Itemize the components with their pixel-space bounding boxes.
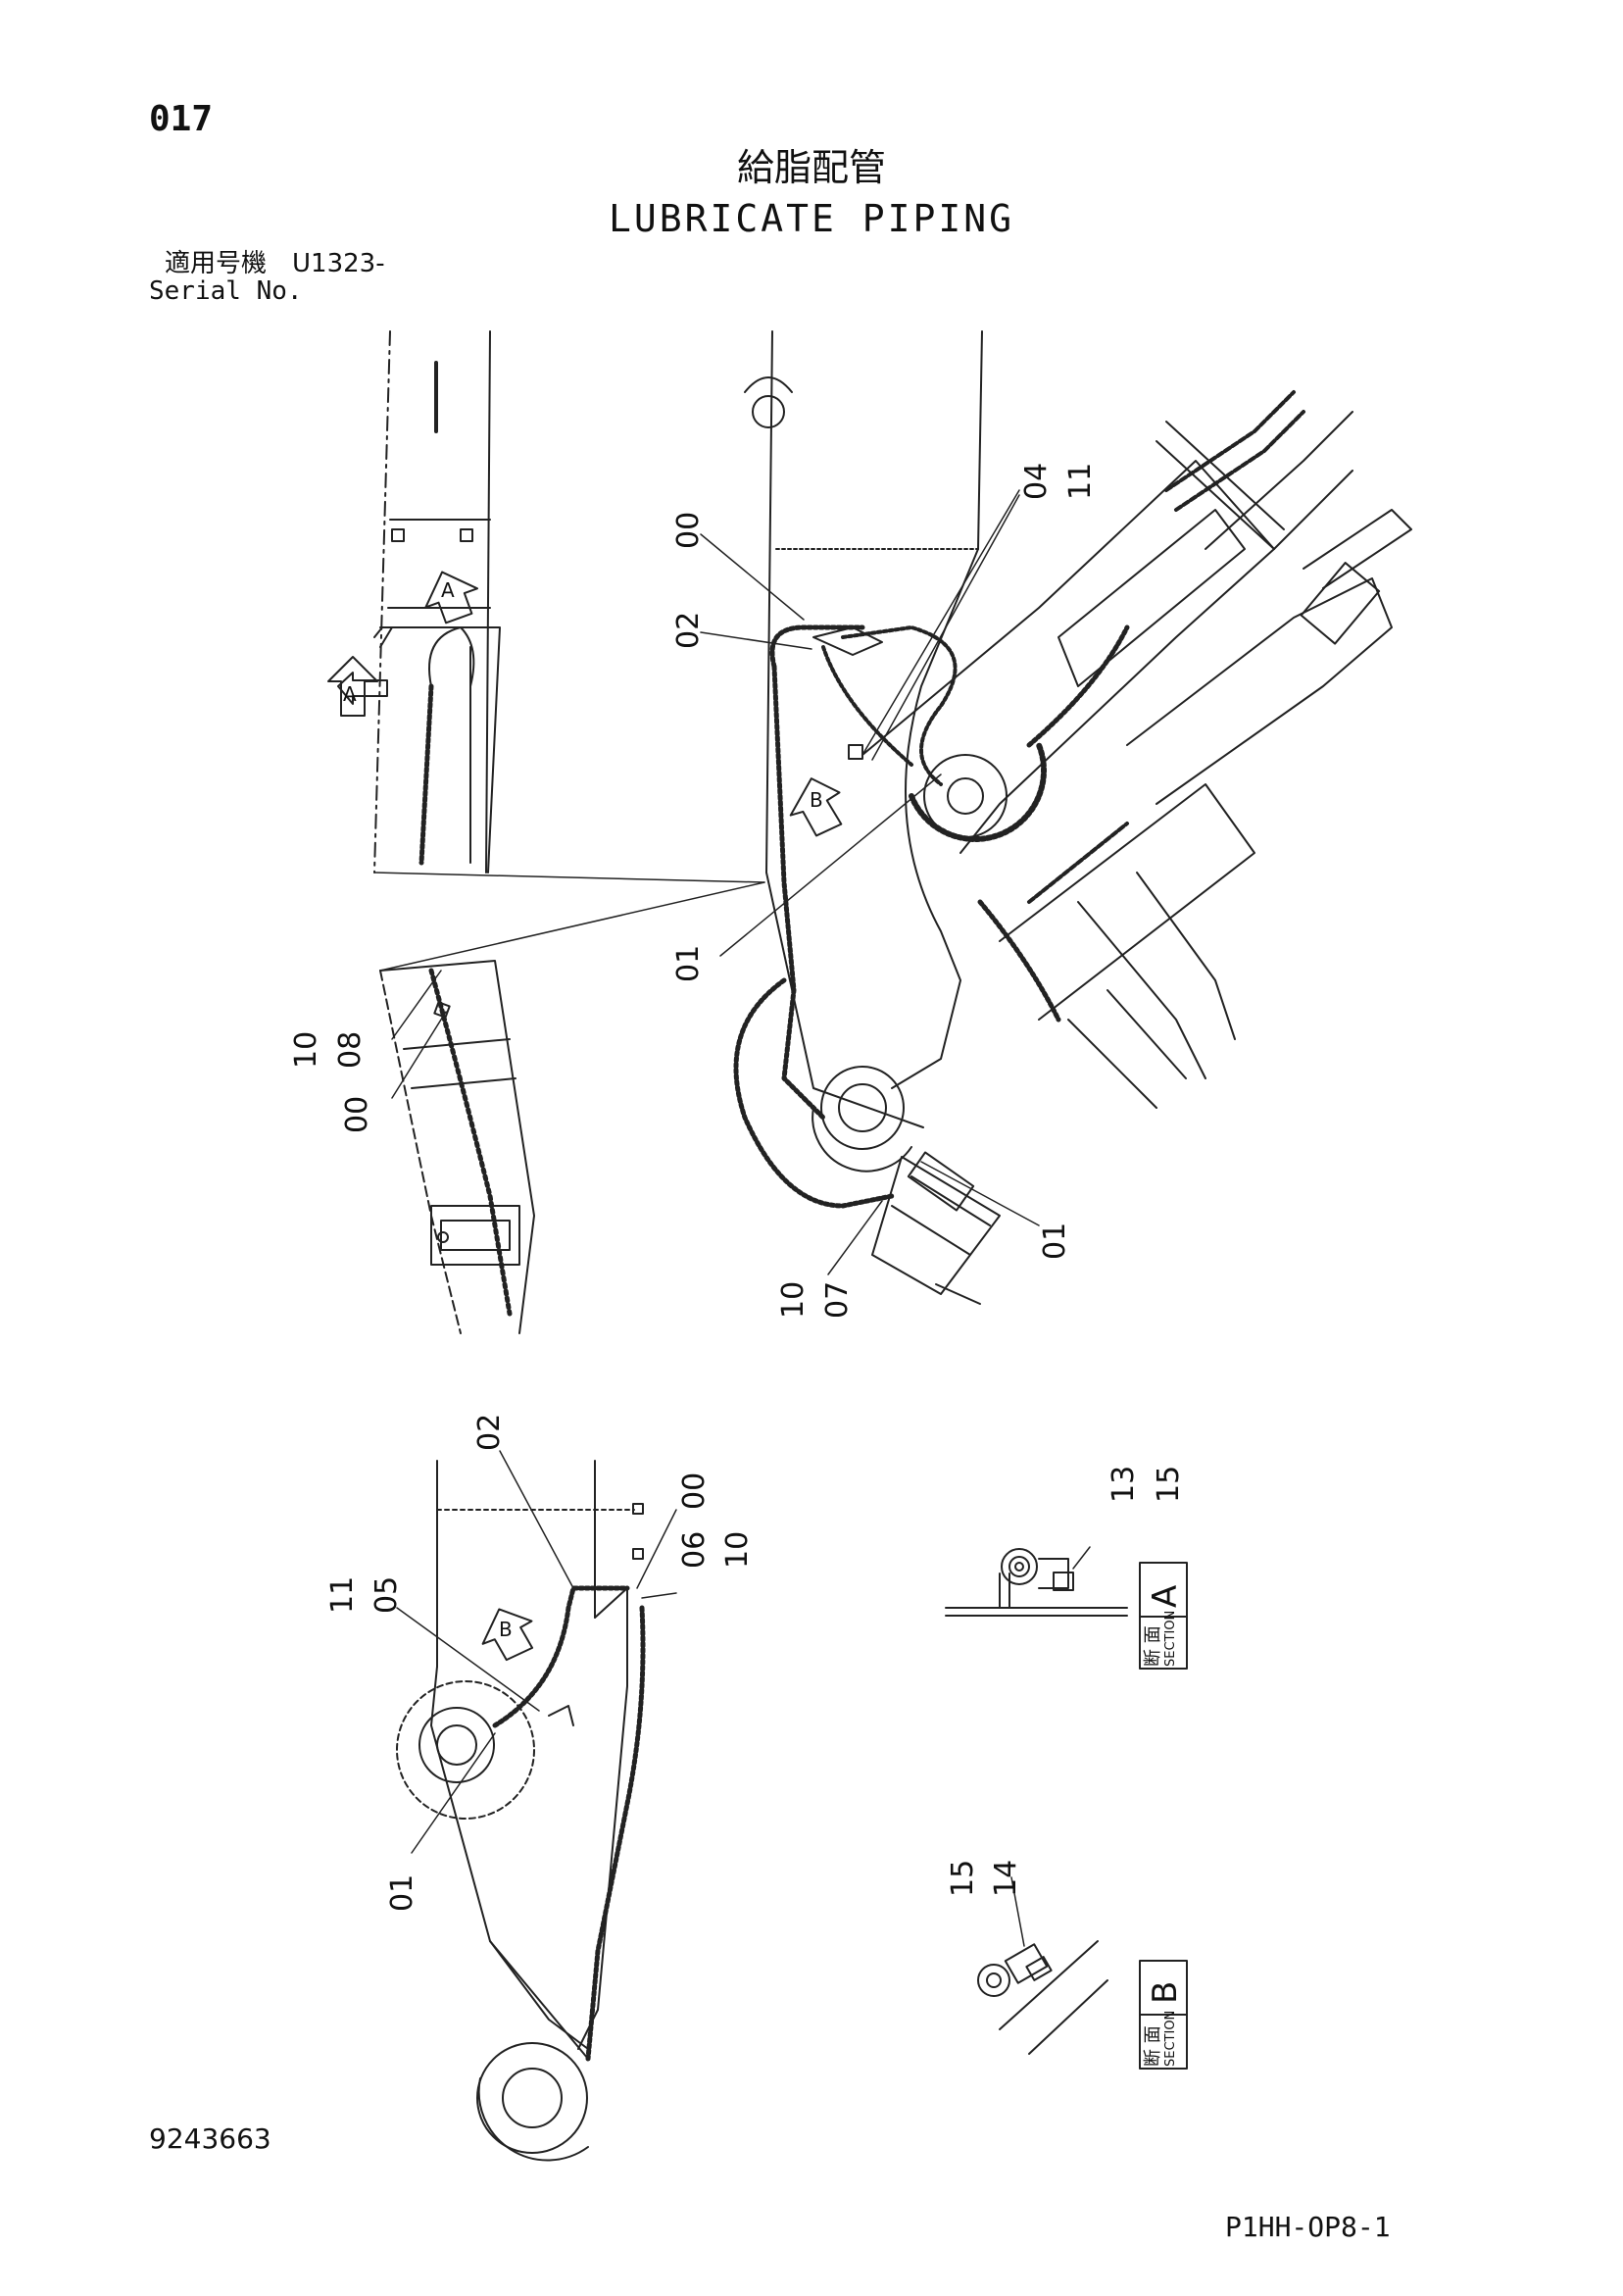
view-arrows: [327, 571, 843, 1662]
drawing-code: P1HH-OP8-1: [1225, 2211, 1391, 2243]
callout-13: 13: [1107, 1465, 1141, 1503]
callout-10-left: 10: [289, 1030, 323, 1069]
callout-11-lower: 11: [325, 1575, 360, 1614]
callout-15-section-b: 15: [946, 1859, 980, 1897]
page-number: 017: [149, 99, 214, 139]
section-b-en: SECTION: [1163, 2010, 1178, 2067]
section-a-letter: A: [1146, 1584, 1185, 1608]
callout-08: 08: [333, 1030, 368, 1069]
callout-00-lower: 00: [677, 1472, 712, 1510]
callout-01-right: 01: [1038, 1222, 1072, 1260]
serial-label-japanese: 適用号機 U1323-: [165, 249, 385, 278]
view-arrow-a-left: A: [343, 682, 357, 706]
main-arm-assembly-view: [733, 330, 1412, 1305]
section-a-jp: 断 面: [1143, 1625, 1163, 1667]
callout-10-lower: 10: [720, 1530, 755, 1569]
lower-arm-view: [396, 1460, 646, 2162]
callout-02-lower: 02: [472, 1413, 507, 1451]
callout-04: 04: [1019, 462, 1054, 500]
callout-05: 05: [369, 1575, 404, 1614]
page-title-english: LUBRICATE PIPING: [608, 197, 1015, 240]
callout-00-left: 00: [340, 1095, 374, 1133]
callout-11-upper: 11: [1063, 462, 1098, 500]
serial-label-english: Serial No.: [149, 276, 303, 306]
callout-14: 14: [989, 1859, 1023, 1897]
callout-10-center: 10: [776, 1280, 811, 1319]
view-arrow-b-main: B: [810, 788, 823, 812]
view-arrow-a-boom: A: [441, 578, 455, 602]
section-b-letter: B: [1146, 1980, 1185, 2004]
view-arrow-b-lower: B: [499, 1618, 513, 1641]
callout-01-lower: 01: [385, 1873, 419, 1912]
callout-00-upper: 00: [671, 511, 706, 549]
callout-01-upper: 01: [671, 944, 706, 982]
upper-left-boom-view: [373, 330, 765, 883]
callout-07: 07: [820, 1280, 855, 1319]
section-a-en: SECTION: [1163, 1610, 1178, 1667]
lower-left-cylinder-view: [379, 881, 765, 1334]
section-a-detail: [945, 1546, 1188, 1670]
callout-06: 06: [677, 1530, 712, 1569]
callout-15-section-a: 15: [1152, 1465, 1186, 1503]
document-number: 9243663: [149, 2122, 271, 2155]
section-b-detail: [977, 1876, 1188, 2070]
page-title-japanese: 給脂配管: [736, 146, 886, 189]
leader-lines: [391, 489, 1040, 1854]
callout-02-upper: 02: [671, 611, 706, 649]
section-b-jp: 断 面: [1143, 2025, 1163, 2067]
